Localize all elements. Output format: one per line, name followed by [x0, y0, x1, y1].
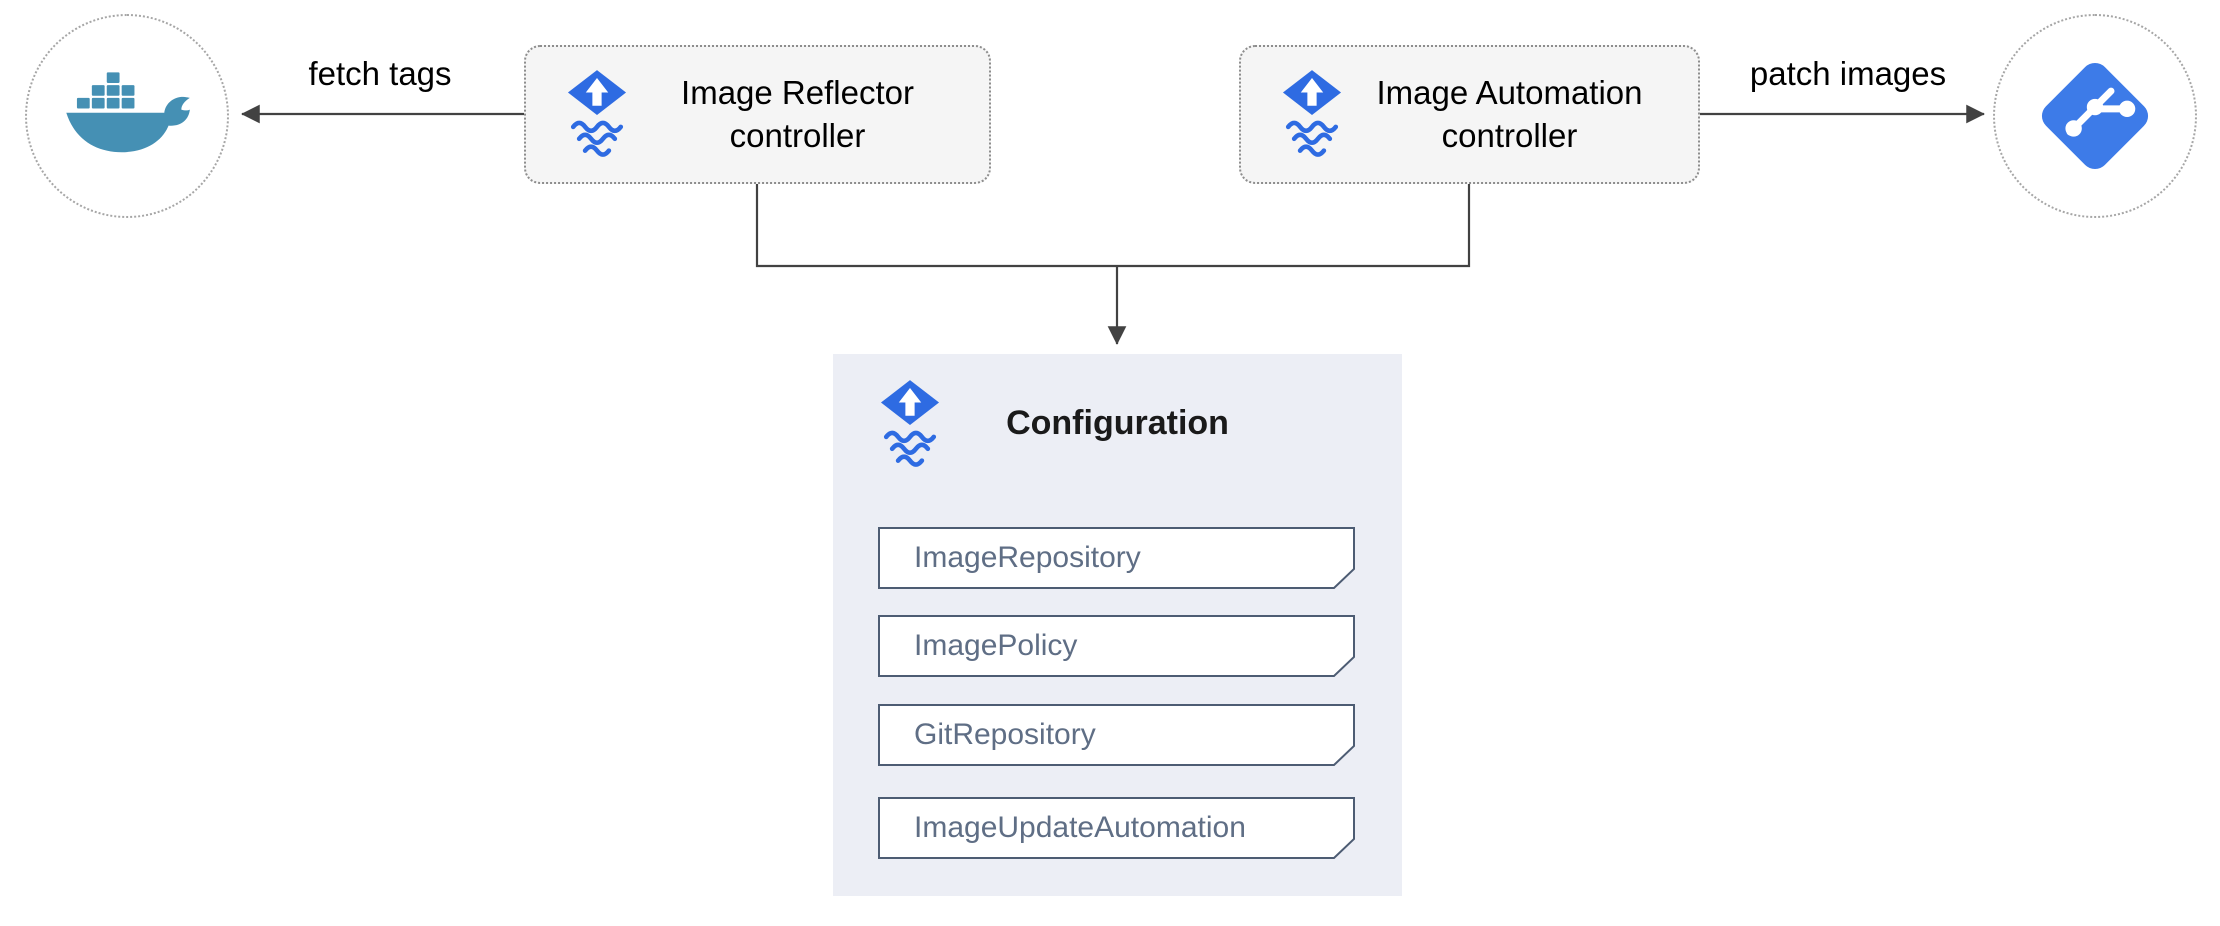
controller-label-line1: Image Automation [1376, 73, 1643, 111]
docker-icon [63, 67, 191, 165]
edge-label-fetch-tags: fetch tags [308, 55, 452, 92]
config-item-label: ImageRepository [914, 541, 1141, 574]
card-shape [878, 615, 1355, 677]
card-shape [878, 704, 1355, 766]
controller-label-line2: controller [729, 116, 866, 154]
edge-label-patch-images: patch images [1749, 55, 1947, 92]
card-shape [878, 797, 1355, 859]
flux-icon [564, 68, 630, 162]
config-item-label: GitRepository [914, 718, 1096, 751]
configuration-title: Configuration [1006, 404, 1229, 442]
image-reflector-controller-label: Image Reflector controller [630, 72, 965, 158]
controllers-to-config-connector [755, 184, 1471, 268]
controller-label-line2: controller [1441, 116, 1578, 154]
config-item-imagepolicy: ImagePolicy [878, 615, 1356, 677]
config-item-gitrepository: GitRepository [878, 704, 1356, 766]
config-item-imageupdateautomation: ImageUpdateAutomation [878, 797, 1356, 859]
image-automation-controller-node: Image Automation controller [1239, 45, 1700, 184]
card-shape [878, 527, 1355, 589]
controller-label-line1: Image Reflector [681, 73, 914, 111]
config-item-label: ImagePolicy [914, 629, 1078, 662]
image-automation-controller-label: Image Automation controller [1345, 72, 1674, 158]
config-item-label: ImageUpdateAutomation [914, 811, 1246, 844]
git-repository-node [1993, 14, 2197, 218]
git-icon [2032, 53, 2158, 179]
docker-registry-node [25, 14, 229, 218]
configuration-panel: Configuration ImageRepository ImagePolic… [833, 354, 1402, 896]
image-reflector-controller-node: Image Reflector controller [524, 45, 991, 184]
flux-icon [1279, 68, 1345, 162]
config-item-imagerepository: ImageRepository [878, 527, 1356, 589]
